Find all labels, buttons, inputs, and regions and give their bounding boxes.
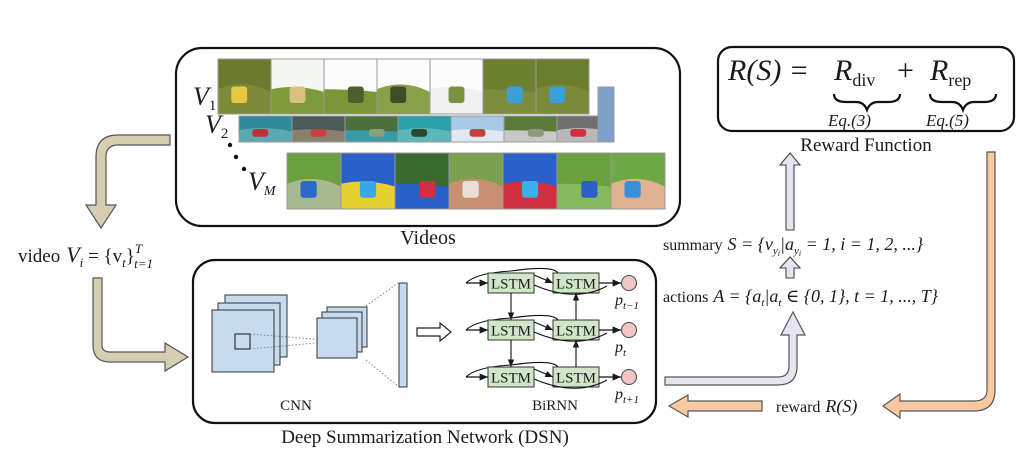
video-frame <box>291 115 346 143</box>
lstm-forward-link <box>533 274 554 284</box>
output-probability-label: pt+1 <box>614 386 639 406</box>
reward-term-div: Rdiv <box>833 54 875 90</box>
lstm-label: LSTM <box>556 324 596 340</box>
video-to-dsn-arrow <box>92 277 190 373</box>
cnn-to-birnn-arrow <box>416 321 452 343</box>
video-frames <box>217 58 666 210</box>
video-frame <box>597 86 615 143</box>
video-frame <box>556 152 612 210</box>
feature-vector <box>398 282 408 388</box>
dsn-to-actions-arrow <box>664 310 806 386</box>
video-frame <box>344 115 399 143</box>
output-probability-node <box>621 322 637 338</box>
reward-panel-border <box>716 45 1016 133</box>
videos-panel-border <box>174 46 682 228</box>
lstm-label: LSTM <box>491 324 531 340</box>
video-frame <box>502 152 558 210</box>
video-frame <box>238 115 293 143</box>
summary-to-reward-arrow <box>778 152 802 231</box>
video-frame <box>429 58 484 115</box>
dsn-panel-border <box>191 258 658 425</box>
video-frame <box>610 152 666 210</box>
video-frame <box>270 58 325 115</box>
reward-function-panel: R(S) = Rdiv + Rrep Eq.(3) Eq.(5) Reward … <box>716 45 1016 156</box>
actions-to-summary-arrow <box>778 256 802 279</box>
video-label-v1: V1 <box>193 82 216 114</box>
eq3-ref: Eq.(3) <box>827 111 871 130</box>
cnn-label: CNN <box>280 398 312 414</box>
video-label-vm: VM <box>248 167 277 199</box>
video-frame <box>482 58 537 115</box>
reward-plus: + <box>897 54 914 87</box>
reward-function-caption: Reward Function <box>800 135 932 156</box>
video-frame <box>340 152 396 210</box>
videos-to-video-arrow <box>84 134 171 230</box>
video-frame <box>448 152 504 210</box>
underbrace-rep <box>928 93 998 114</box>
reward-to-dsn-arrow <box>667 393 763 419</box>
lstm-skip-line <box>465 267 559 284</box>
output-probability-node <box>621 275 637 291</box>
video-frame <box>397 115 452 143</box>
video-frame <box>376 58 431 115</box>
video-frame <box>535 58 590 115</box>
dsn-caption: Deep Summarization Network (DSN) <box>281 427 569 448</box>
video-frame <box>503 115 558 143</box>
video-label-v2: V2 <box>205 110 228 142</box>
lstm-label: LSTM <box>491 371 531 387</box>
lstm-forward-link <box>533 321 554 331</box>
video-frame <box>450 115 505 143</box>
video-frame <box>323 58 378 115</box>
birnn-label: BiRNN <box>532 398 578 414</box>
reward-formula-lhs: R(S) = <box>727 54 809 87</box>
video-frame <box>286 152 342 210</box>
receptive-field <box>234 333 251 350</box>
lstm-forward-link <box>533 368 554 378</box>
videos-panel: V1 V2 VM Videos <box>174 46 682 249</box>
lstm-label: LSTM <box>556 277 596 293</box>
eq5-ref: Eq.(5) <box>925 111 969 130</box>
output-probability-label: pt <box>614 339 627 359</box>
lstm-label: LSTM <box>491 277 531 293</box>
output-probability-node <box>621 369 637 385</box>
reward-term-rep: Rrep <box>929 54 971 90</box>
underbrace-div <box>832 93 902 114</box>
lstm-label: LSTM <box>556 371 596 387</box>
cnn-block <box>211 282 408 388</box>
videos-caption: Videos <box>400 227 456 249</box>
video-frame <box>217 58 272 115</box>
reward-feedback-arrow <box>881 151 996 420</box>
ellipsis-dots <box>227 142 247 172</box>
lstm-backward-link <box>533 378 608 389</box>
output-probability-label: pt−1 <box>614 292 639 312</box>
video-frame <box>394 152 450 210</box>
